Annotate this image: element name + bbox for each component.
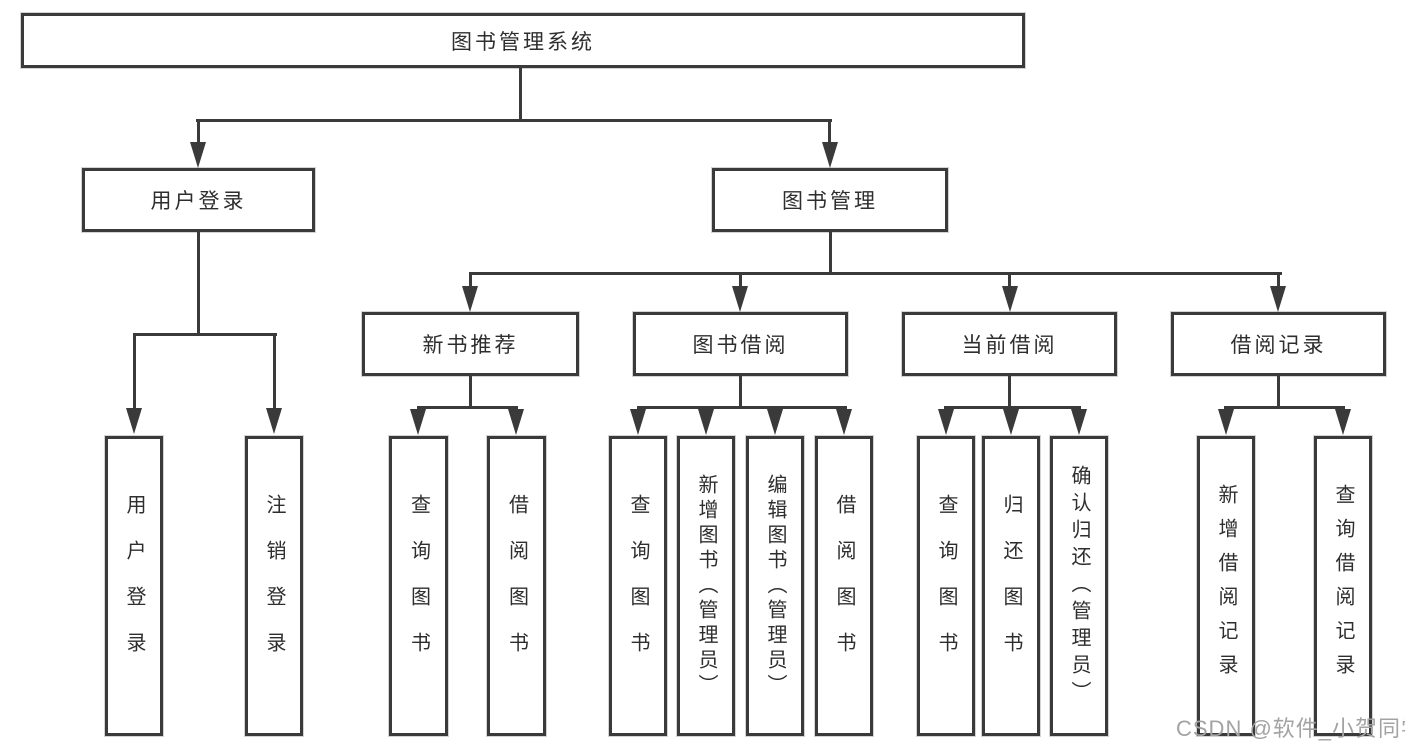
node-leaf-records-query-record: 查询借阅记录 [1314, 436, 1372, 736]
node-leaf-rec-borrow-book: 借阅图书 [487, 436, 546, 736]
leaf-label: 查询图书 [627, 494, 649, 678]
connector-line [739, 376, 742, 408]
node-leaf-borrow-edit-book: 编辑图书（管理员） [746, 436, 804, 736]
node-leaf-current-confirm-return: 确认归还（管理员） [1050, 436, 1108, 736]
node-leaf-user-login: 用户登录 [105, 436, 163, 736]
leaf-label: 借阅图书 [505, 494, 528, 678]
leaf-label: 借阅图书 [833, 494, 855, 678]
leaf-label: 用户登录 [123, 494, 145, 678]
node-leaf-rec-query-book: 查询图书 [389, 436, 448, 736]
node-new-book-recommend: 新书推荐 [362, 312, 579, 376]
arrowhead-icon [1270, 286, 1286, 312]
watermark: CSDN @软件_小贺同学 [1176, 716, 1405, 741]
node-leaf-records-add-record: 新增借阅记录 [1197, 436, 1255, 736]
arrowhead-icon [822, 142, 838, 168]
connector-line [133, 333, 136, 410]
arrowhead-icon [1335, 409, 1351, 435]
connector-line [273, 333, 276, 410]
arrowhead-icon [1071, 409, 1087, 435]
connector-line [417, 406, 518, 409]
node-user-login: 用户登录 [82, 168, 315, 232]
arrowhead-icon [698, 409, 714, 435]
leaf-label: 查询借阅记录 [1332, 484, 1354, 688]
arrowhead-icon [126, 408, 142, 434]
node-root: 图书管理系统 [21, 13, 1025, 68]
arrowhead-icon [732, 286, 748, 312]
connector-line [944, 406, 1081, 409]
connector-line [197, 232, 200, 335]
arrowhead-icon [938, 409, 954, 435]
node-leaf-current-query-book: 查询图书 [917, 436, 975, 736]
node-borrow-records: 借阅记录 [1171, 312, 1386, 376]
arrowhead-icon [630, 409, 646, 435]
node-current-borrow: 当前借阅 [902, 312, 1117, 376]
arrowhead-icon [508, 409, 524, 435]
arrowhead-icon [190, 142, 206, 168]
arrowhead-icon [836, 409, 852, 435]
connector-line [829, 232, 832, 274]
node-leaf-current-return-book: 归还图书 [982, 436, 1040, 736]
node-leaf-borrow-query-book: 查询图书 [609, 436, 667, 736]
arrowhead-icon [410, 409, 426, 435]
leaf-label: 新增借阅记录 [1215, 484, 1237, 688]
leaf-label: 编辑图书（管理员） [764, 473, 786, 699]
connector-line [1277, 376, 1280, 408]
leaf-label: 查询图书 [935, 494, 957, 678]
node-leaf-logout: 注销登录 [245, 436, 303, 736]
connector-line [1008, 376, 1011, 408]
connector-line [469, 272, 472, 288]
connector-line [1224, 406, 1345, 409]
connector-line [469, 376, 472, 408]
arrowhead-icon [767, 409, 783, 435]
connector-line [828, 119, 831, 146]
node-book-borrow: 图书借阅 [633, 312, 848, 376]
node-leaf-borrow-borrow-book: 借阅图书 [815, 436, 873, 736]
arrowhead-icon [1218, 409, 1234, 435]
connector-line [519, 68, 522, 121]
connector-line [197, 119, 200, 146]
leaf-label: 新增图书（管理员） [695, 473, 717, 699]
arrowhead-icon [1003, 409, 1019, 435]
arrowhead-icon [462, 286, 478, 312]
arrowhead-icon [1002, 286, 1018, 312]
connector-line [196, 119, 832, 122]
connector-line [739, 272, 742, 288]
connector-line [1008, 272, 1011, 288]
leaf-label: 确认归还（管理员） [1068, 464, 1090, 708]
leaf-label: 注销登录 [263, 494, 285, 678]
leaf-label: 归还图书 [1000, 494, 1022, 678]
arrowhead-icon [266, 408, 282, 434]
connector-line [469, 272, 1282, 275]
node-book-management: 图书管理 [712, 168, 948, 232]
connector-line [637, 406, 847, 409]
connector-line [133, 333, 277, 336]
leaf-label: 查询图书 [407, 494, 430, 678]
connector-line [1277, 272, 1280, 288]
node-leaf-borrow-add-book: 新增图书（管理员） [677, 436, 735, 736]
